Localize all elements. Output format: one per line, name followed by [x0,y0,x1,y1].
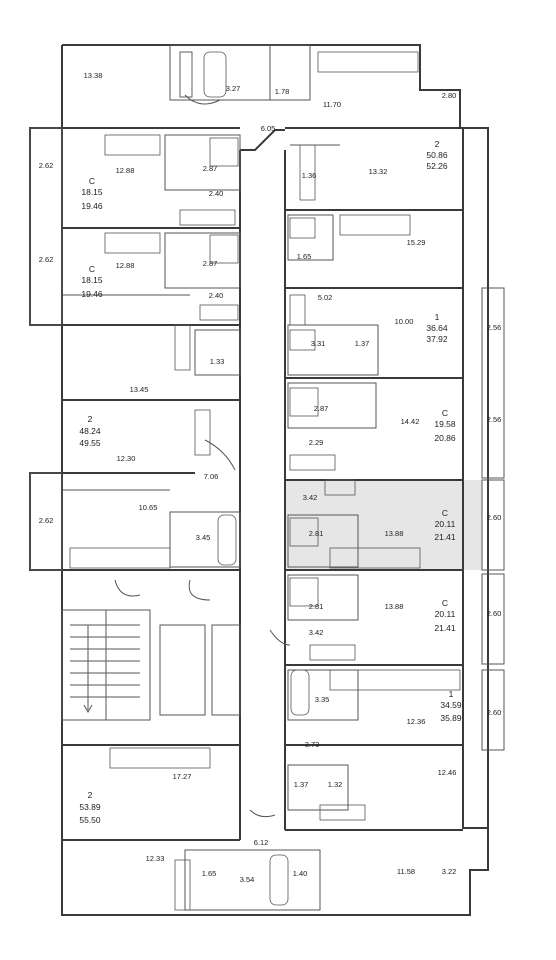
apartment-total-area: 35.89 [440,713,462,723]
room-area: 13.88 [385,529,404,538]
room-area: 2.29 [309,438,324,447]
room-area: 2.87 [203,259,218,268]
room-area: 2.87 [314,404,329,413]
apartment-total-area: 52.26 [426,161,448,171]
room-area: 13.88 [385,602,404,611]
room-area: 10.65 [139,503,158,512]
apartment-room-count: 2 [435,139,440,149]
apartment-area: 18.15 [81,275,103,285]
room-area: 1.32 [328,780,343,789]
room-area: 12.88 [116,166,135,175]
room-area: 2.56 [487,415,502,424]
apartment-total-area: 49.55 [79,438,101,448]
stair-core [61,609,241,721]
apartment-room-count: C [89,176,95,186]
apartment-total-area: 21.41 [434,532,456,542]
room-area: 6.05 [261,124,276,133]
room-area: 12.33 [146,854,165,863]
apartment-area: 53.89 [79,802,101,812]
room-area: 1.78 [275,87,290,96]
room-area: 2.60 [487,708,502,717]
room-area: 1.65 [202,869,217,878]
apartment-room-count: 1 [435,312,440,322]
room-area: 3.73 [305,740,320,749]
room-area: 15.29 [407,238,426,247]
apartment-area: 34.59 [440,700,462,710]
room-area: 3.54 [240,875,255,884]
room-area: 17.27 [173,772,192,781]
room-area: 2.62 [39,255,54,264]
apartment-room-count: 2 [88,790,93,800]
room-area: 2.62 [39,516,54,525]
room-area: 2.40 [209,291,224,300]
room-area: 2.40 [209,189,224,198]
room-area: 1.36 [302,171,317,180]
room-labels: 13.38 3.27 1.78 11.70 2.80 6.05 2.62 12.… [39,71,502,884]
room-area: 11.58 [397,867,415,876]
room-area: 3.35 [315,695,330,704]
room-area: 3.22 [442,867,457,876]
wardrobes [174,51,366,911]
apartment-total-area: 20.86 [434,433,456,443]
room-area: 7.06 [204,472,219,481]
room-area: 6.12 [254,838,269,847]
room-area: 2.87 [203,164,218,173]
room-area: 2.60 [487,513,502,522]
room-area: 10.00 [395,317,414,326]
room-area: 2.62 [39,161,54,170]
apartment-total-area: 21.41 [434,623,456,633]
room-area: 12.46 [438,768,457,777]
room-area: 3.42 [309,628,324,637]
room-area: 3.31 [311,339,326,348]
room-area: 12.30 [117,454,136,463]
apartment-room-count: C [442,408,448,418]
room-area: 13.38 [84,71,103,80]
right-partitions [184,144,463,911]
room-area: 1.40 [293,869,308,878]
apartment-total-area: 19.46 [81,201,103,211]
room-area: 1.37 [294,780,309,789]
room-area: 3.42 [303,493,318,502]
room-area: 2.56 [487,323,502,332]
room-area: 5.02 [318,293,333,302]
room-area: 2.80 [442,91,457,100]
room-area: 11.70 [323,100,341,109]
room-area: 1.65 [297,252,312,261]
balconies [29,127,505,751]
apartment-labels: 2 50.86 52.26 C 18.15 19.46 C 18.15 19.4… [79,139,462,825]
room-area: 1.37 [355,339,370,348]
room-area: 13.45 [130,385,149,394]
apartment-room-count: 2 [88,414,93,424]
apartment-total-area: 19.46 [81,289,103,299]
apartment-room-count: 1 [449,689,454,699]
room-area: 2.81 [309,529,324,538]
apartment-area: 19.58 [434,419,456,429]
apartment-total-area: 55.50 [79,815,101,825]
room-area: 3.45 [196,533,211,542]
apartment-room-count: C [442,598,448,608]
room-area: 12.36 [407,717,426,726]
apartment-area: 48.24 [79,426,101,436]
apartment-area: 18.15 [81,187,103,197]
apartment-area: 20.11 [435,609,456,619]
doors [114,94,291,818]
room-area: 14.42 [401,417,420,426]
left-partitions [62,44,311,841]
room-area: 12.88 [116,261,135,270]
room-area: 3.27 [226,84,241,93]
room-area: 2.81 [309,602,324,611]
fixtures [69,51,461,906]
room-area: 2.60 [487,609,502,618]
room-area: 13.32 [369,167,388,176]
apartment-area: 20.11 [435,519,456,529]
apartment-room-count: C [442,508,448,518]
apartment-area: 36.64 [426,323,448,333]
apartment-total-area: 37.92 [426,334,448,344]
room-area: 1.33 [210,357,225,366]
apartment-area: 50.86 [426,150,448,160]
apartment-room-count: C [89,264,95,274]
